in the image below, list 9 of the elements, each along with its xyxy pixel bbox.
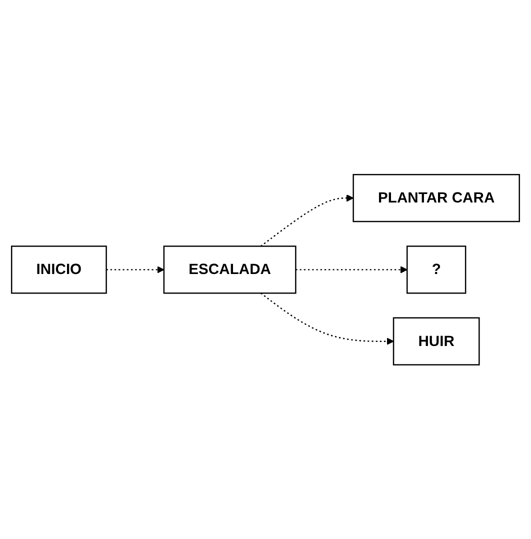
arrow bbox=[106, 266, 164, 274]
arrow bbox=[260, 194, 354, 247]
node-box: INICIO bbox=[11, 245, 107, 294]
arrow bbox=[296, 266, 408, 274]
node-box: ? bbox=[406, 245, 466, 294]
arrow bbox=[260, 292, 394, 345]
node-box: PLANTAR CARA bbox=[352, 174, 520, 222]
node-box: ESCALADA bbox=[163, 245, 296, 294]
node-box: HUIR bbox=[392, 317, 480, 366]
